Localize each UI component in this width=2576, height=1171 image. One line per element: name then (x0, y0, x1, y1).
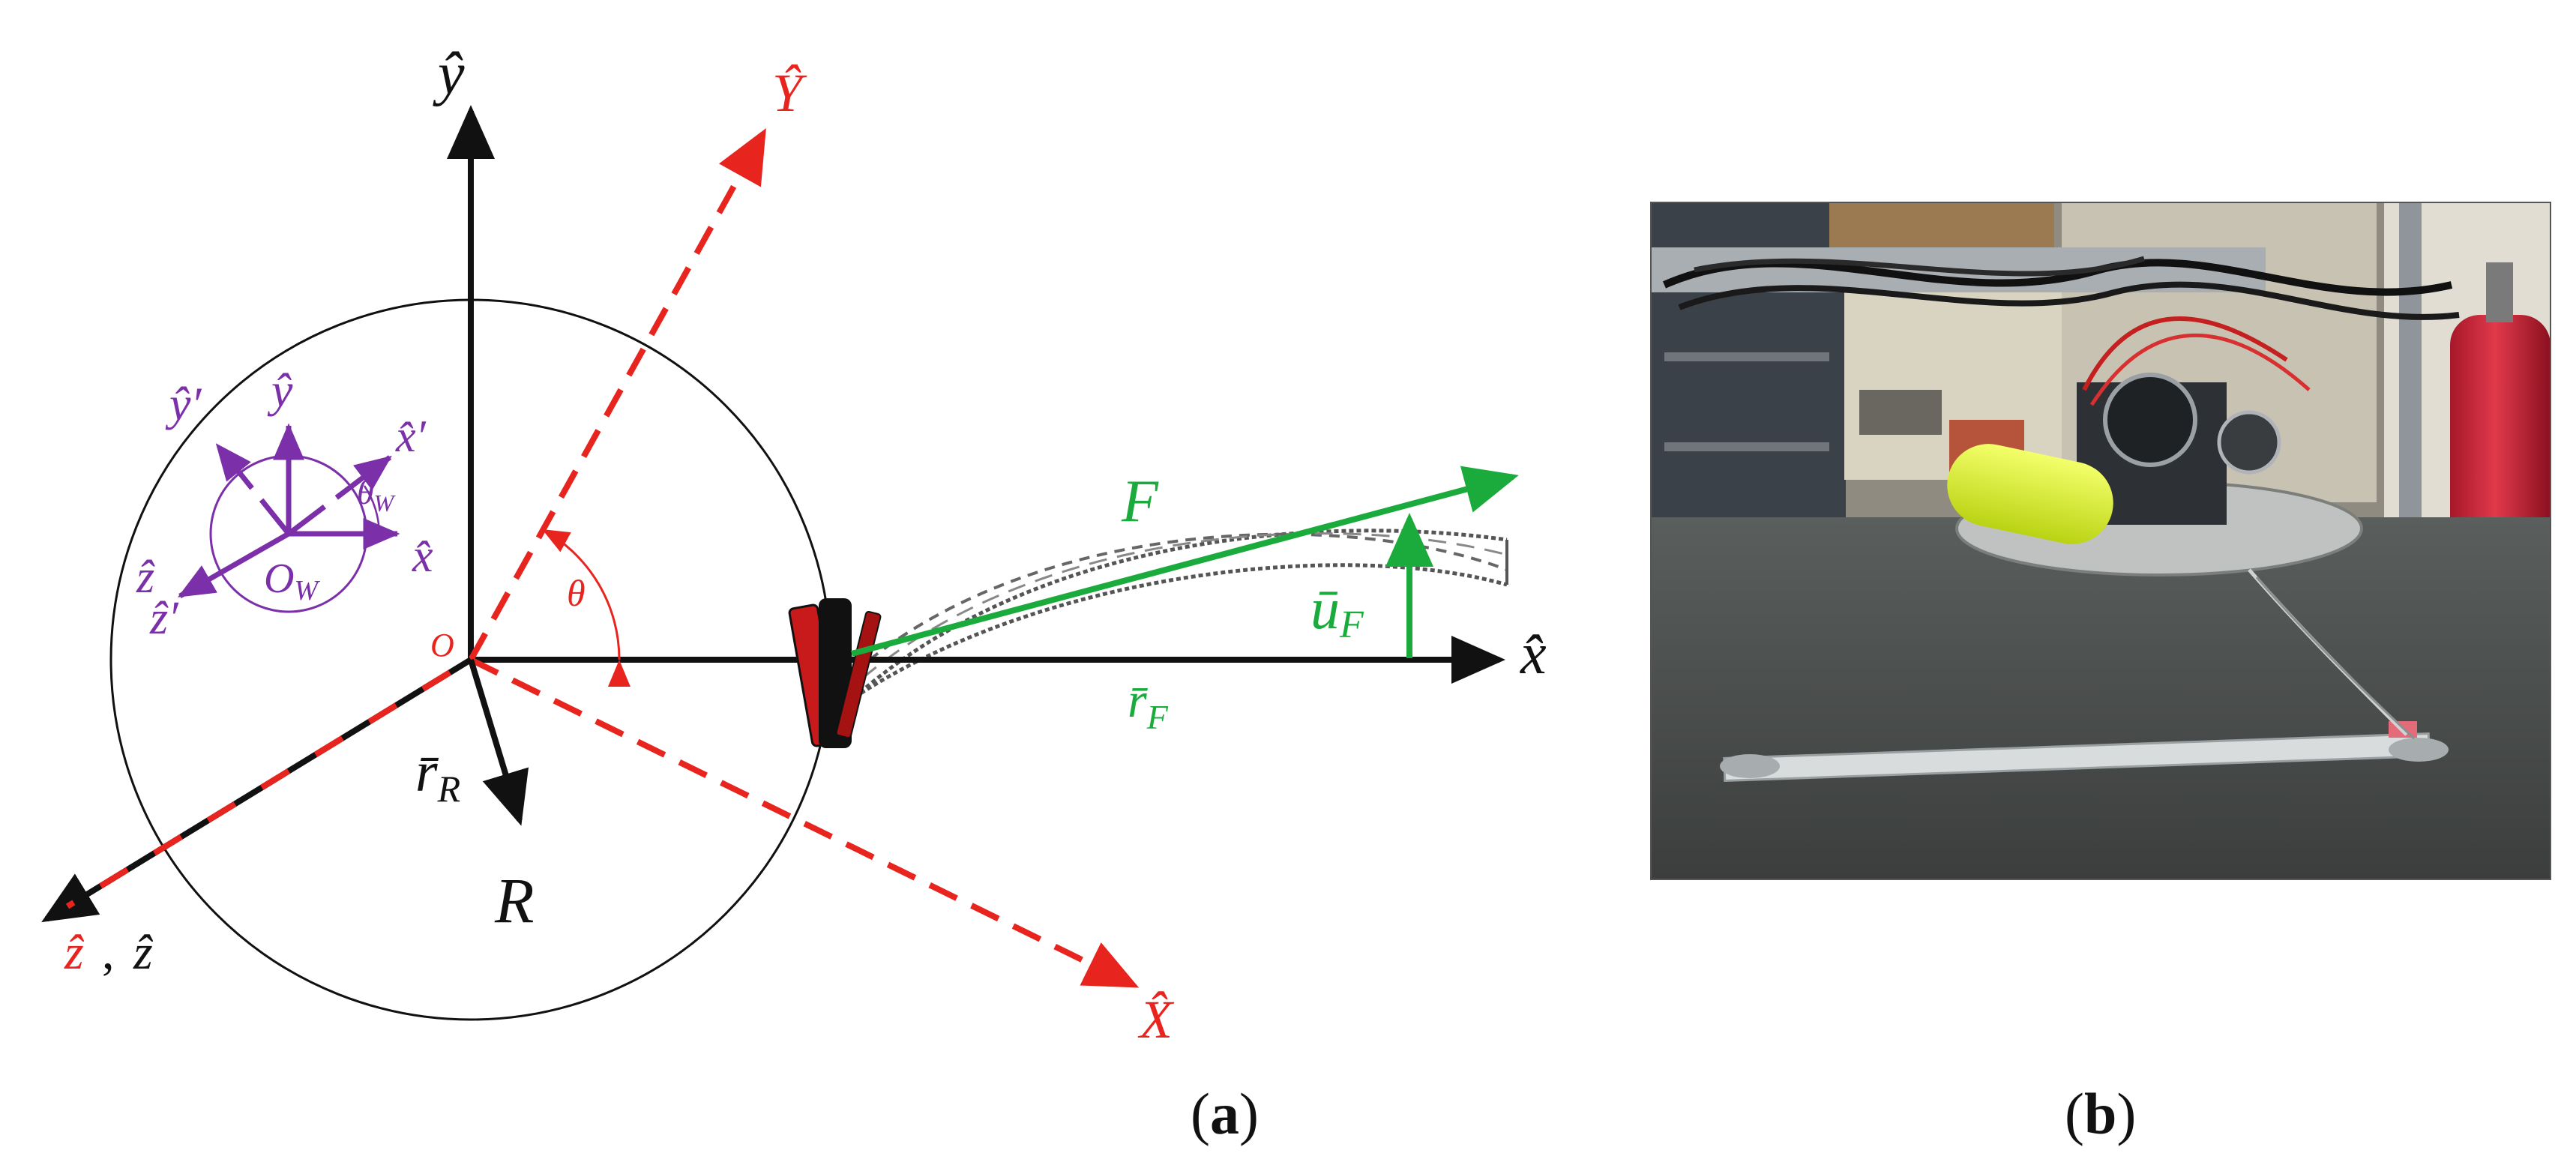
label-wheel-y: ŷ (267, 364, 293, 417)
label-u-F-sub: F (1339, 603, 1364, 646)
photo-of-robot-test-rig-icon (1651, 202, 2551, 879)
panel-a-labels: ŷ Ŷ x̂ X̂ ẑ , ẑ O θ r̄R R F ūF r̄F ŷ′ ŷ … (64, 41, 1547, 1050)
wheel-frame (177, 423, 400, 613)
label-wheel-theta-base: θ (357, 473, 374, 511)
panel-b-photo: (b) (1650, 202, 2551, 1146)
wheel-x-prime-axis (286, 455, 392, 536)
label-r-R-sub: R (437, 768, 461, 810)
label-wheel-theta: θW (357, 473, 397, 517)
label-wheel-z-prime: ẑ′ (149, 593, 179, 644)
label-comma: , (102, 925, 115, 980)
label-r-F-sub: F (1146, 698, 1169, 736)
label-wheel-x: x̂ (412, 531, 433, 582)
label-r-R: r̄R (415, 741, 460, 810)
Y-axis-inertial (468, 128, 766, 661)
label-R: R (494, 864, 535, 936)
appendage-root-block (788, 598, 882, 748)
label-y-hat: ŷ (433, 41, 465, 107)
label-r-F-base: r̄ (1128, 673, 1149, 728)
label-theta: θ (567, 572, 586, 614)
wheel-z-axis (177, 531, 290, 599)
label-wheel-O-base: O (264, 556, 294, 602)
label-z-hat-red: ẑ (64, 925, 85, 980)
label-r-F: r̄F (1128, 673, 1169, 736)
theta-arc (541, 528, 631, 687)
X-axis-inertial (469, 657, 1140, 988)
label-F: F (1121, 469, 1159, 535)
caption-b: (b) (2065, 1081, 2136, 1146)
r-R-vector (468, 658, 529, 826)
label-wheel-z: ẑ (136, 552, 155, 603)
label-wheel-O-sub: W (294, 575, 320, 606)
wheel-theta-arc (363, 485, 381, 535)
label-u-F-base: ū (1310, 576, 1340, 641)
label-u-F: ūF (1310, 576, 1364, 646)
label-r-R-base: r̄ (415, 741, 439, 804)
label-z-hat-black: ẑ (133, 925, 154, 980)
label-wheel-O: OW (264, 556, 320, 606)
caption-a: (a) (1191, 1081, 1259, 1146)
z-axis-red-dash (65, 669, 452, 909)
label-wheel-x-prime: x̂′ (395, 412, 427, 461)
label-wheel-y-prime: ŷ′ (165, 377, 202, 430)
label-wheel-theta-sub: W (374, 490, 397, 517)
label-origin: O (430, 627, 454, 663)
wheel-y-prime-axis (215, 443, 291, 536)
label-x-hat: x̂ (1520, 621, 1547, 686)
panel-a-diagram: ŷ Ŷ x̂ X̂ ẑ , ẑ O θ r̄R R F ūF r̄F ŷ′ ŷ … (41, 41, 1547, 1146)
label-X-hat: X̂ (1137, 990, 1175, 1050)
force-F-vector (850, 466, 1519, 657)
label-Y-hat: Ŷ (772, 63, 807, 123)
